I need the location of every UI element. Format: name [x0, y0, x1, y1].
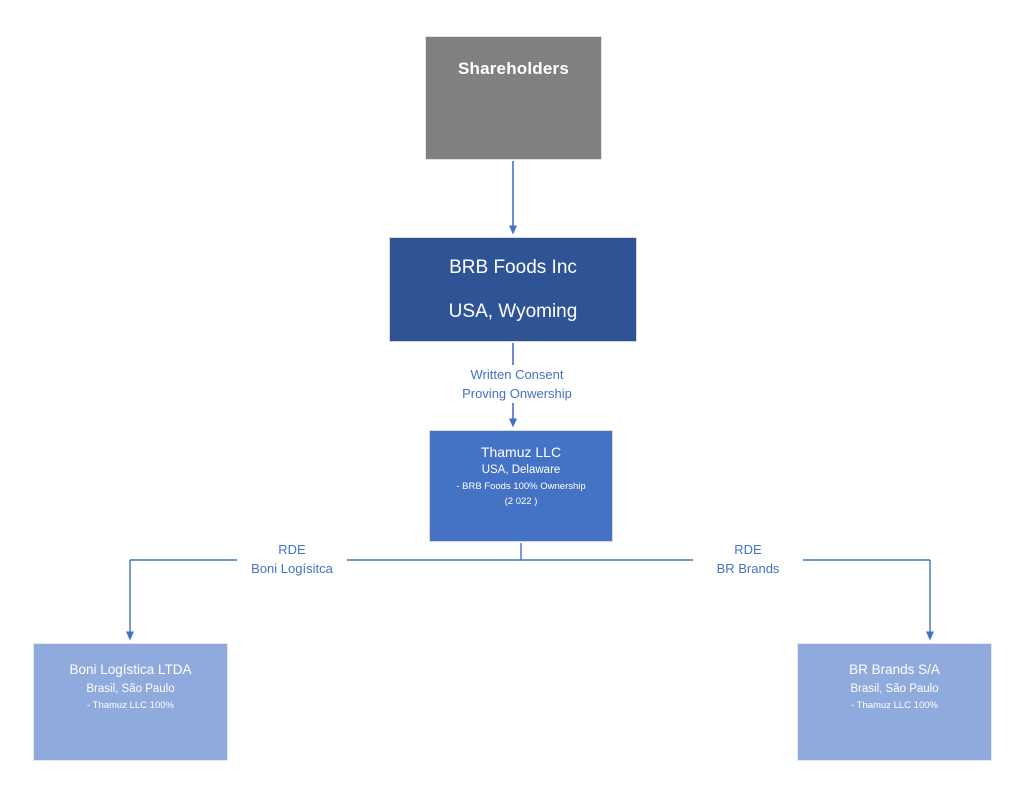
br-brands-ownership: - Thamuz LLC 100% [851, 700, 938, 711]
shareholders-title: Shareholders [457, 59, 570, 78]
brb-foods-title: BRB Foods Inc [449, 256, 577, 278]
br-brands-location: Brasil, São Paulo [850, 683, 939, 695]
rde-brbrands-line-1: RDE [734, 542, 762, 557]
boni-location: Brasil, São Paulo [86, 683, 175, 695]
br-brands-title: BR Brands S/A [849, 662, 940, 677]
edge-label-written-consent: Written Consent Proving Onwership [452, 365, 582, 403]
node-shareholders[interactable]: Shareholders [425, 36, 602, 160]
written-consent-line-2: Proving Onwership [462, 386, 572, 401]
node-brb-foods[interactable]: BRB Foods Inc USA, Wyoming [389, 237, 637, 342]
written-consent-line-1: Written Consent [470, 367, 564, 382]
rde-brbrands-line-2: BR Brands [716, 561, 780, 576]
edge-label-rde-boni: RDE Boni Logísitca [237, 540, 347, 578]
node-br-brands[interactable]: BR Brands S/A Brasil, São Paulo - Thamuz… [797, 643, 992, 761]
edge-label-rde-br-brands: RDE BR Brands [693, 540, 803, 578]
boni-title: Boni Logística LTDA [69, 662, 192, 677]
rde-boni-line-2: Boni Logísitca [251, 561, 333, 576]
rde-boni-line-1: RDE [278, 542, 306, 557]
boni-ownership: - Thamuz LLC 100% [87, 700, 174, 711]
node-thamuz-llc[interactable]: Thamuz LLC USA, Delaware - BRB Foods 100… [429, 430, 613, 542]
thamuz-ownership: - BRB Foods 100% Ownership [456, 481, 586, 492]
thamuz-location: USA, Delaware [481, 464, 561, 476]
brb-foods-location: USA, Wyoming [448, 300, 578, 322]
node-boni-logistica[interactable]: Boni Logística LTDA Brasil, São Paulo - … [33, 643, 228, 761]
thamuz-year: (2 022 ) [504, 496, 538, 507]
thamuz-title: Thamuz LLC [480, 444, 562, 460]
